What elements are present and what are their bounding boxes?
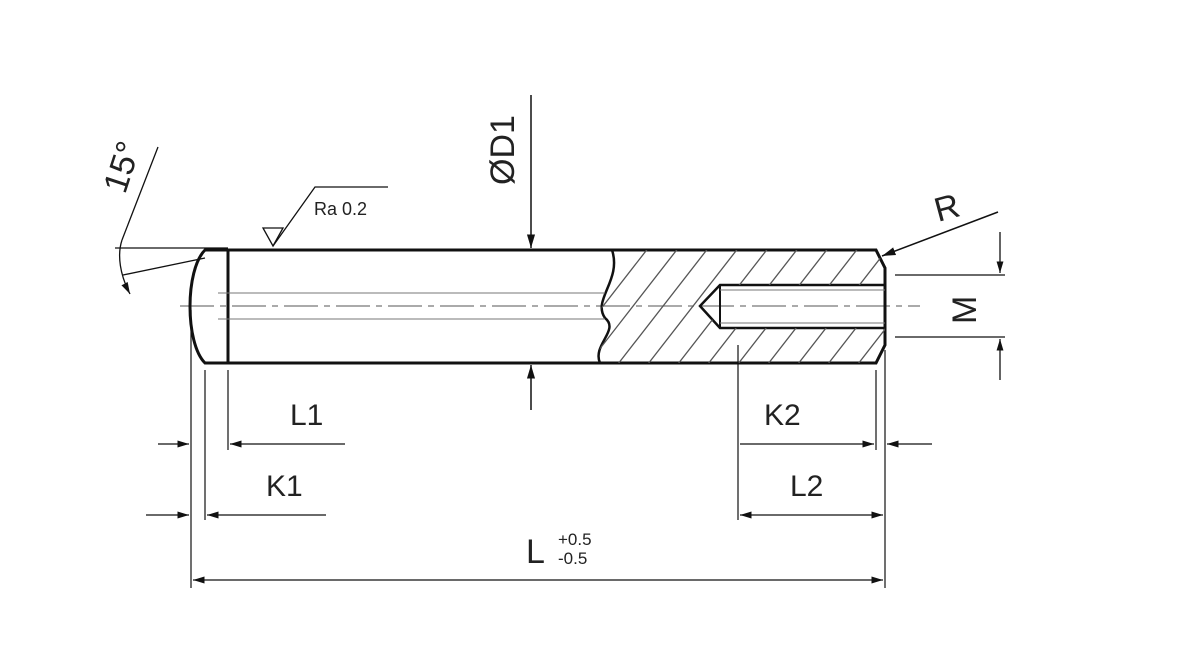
length-tol-upper: +0.5	[558, 530, 592, 549]
roughness-symbol	[261, 186, 388, 248]
radius-leader	[881, 211, 999, 257]
k2-label: K2	[764, 399, 801, 432]
thread-dimension	[895, 232, 1005, 380]
k1-label: K1	[266, 470, 303, 503]
radius-label: R	[930, 187, 964, 230]
roughness-label: Ra 0.2	[314, 199, 367, 219]
extension-lines	[190, 310, 886, 588]
pin-inner-lines	[218, 289, 885, 324]
angle-dimension	[115, 146, 228, 295]
section-hatching	[598, 250, 885, 363]
angle-label: 15°	[96, 137, 148, 198]
length-tol-lower: -0.5	[558, 549, 587, 568]
l1-label: L1	[290, 399, 323, 432]
length-label: L	[526, 533, 545, 571]
pin-body	[188, 248, 887, 365]
thread-label: M	[946, 296, 984, 324]
l2-label: L2	[790, 470, 823, 503]
diameter-label: ØD1	[484, 115, 522, 185]
